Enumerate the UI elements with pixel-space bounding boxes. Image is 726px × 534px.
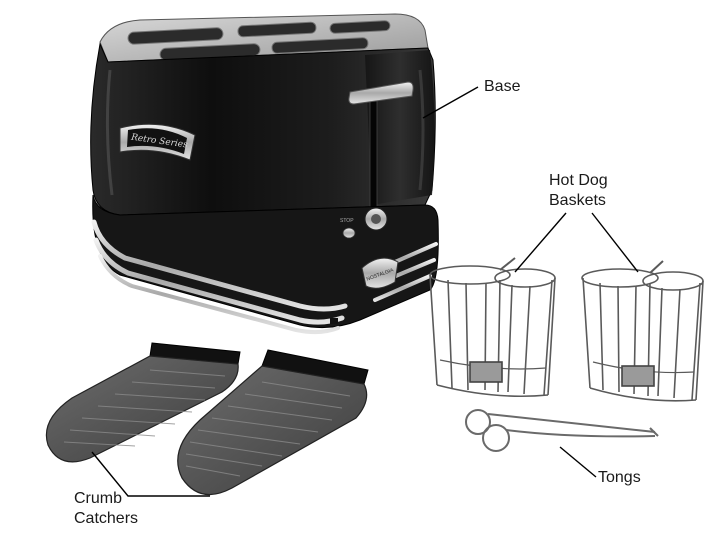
leader-tongs <box>559 446 597 478</box>
leader-basket-left <box>514 212 567 273</box>
browning-dial <box>364 207 388 231</box>
label-hot-dog-baskets: Hot Dog Baskets <box>549 171 608 211</box>
label-base: Base <box>484 78 521 95</box>
leader-lines <box>91 86 639 497</box>
retro-series-badge: Retro Series <box>119 123 196 161</box>
label-crumb-catchers-line1: Crumb <box>74 490 123 507</box>
tongs <box>465 409 659 452</box>
label-crumb-catchers: Crumb Catchers <box>74 489 138 529</box>
label-crumb-catchers-line2: Catchers <box>74 510 139 527</box>
brand-plate: NOSTALGIA <box>361 257 399 289</box>
toaster-base-band <box>92 194 439 329</box>
label-tongs: Tongs <box>598 469 641 486</box>
lever-slot <box>369 97 378 214</box>
hot-dog-basket-right <box>581 260 704 402</box>
crumb-catcher-left <box>45 342 241 463</box>
lever-handle <box>348 81 414 105</box>
leader-base <box>422 86 479 119</box>
label-hot-dog-baskets-line1: Hot Dog <box>549 172 608 189</box>
stop-button: STOP <box>340 218 356 239</box>
leader-basket-right <box>591 212 639 273</box>
label-hot-dog-baskets-line2: Baskets <box>549 192 606 209</box>
crumb-catcher-right <box>177 349 369 496</box>
chrome-trim-stripes <box>91 219 438 335</box>
hot-dog-basket-left <box>429 257 556 398</box>
leader-crumb <box>91 451 210 497</box>
svg-text:STOP: STOP <box>340 218 354 224</box>
toaster-base: Retro Series STOP NOSTALGIA <box>90 13 439 335</box>
